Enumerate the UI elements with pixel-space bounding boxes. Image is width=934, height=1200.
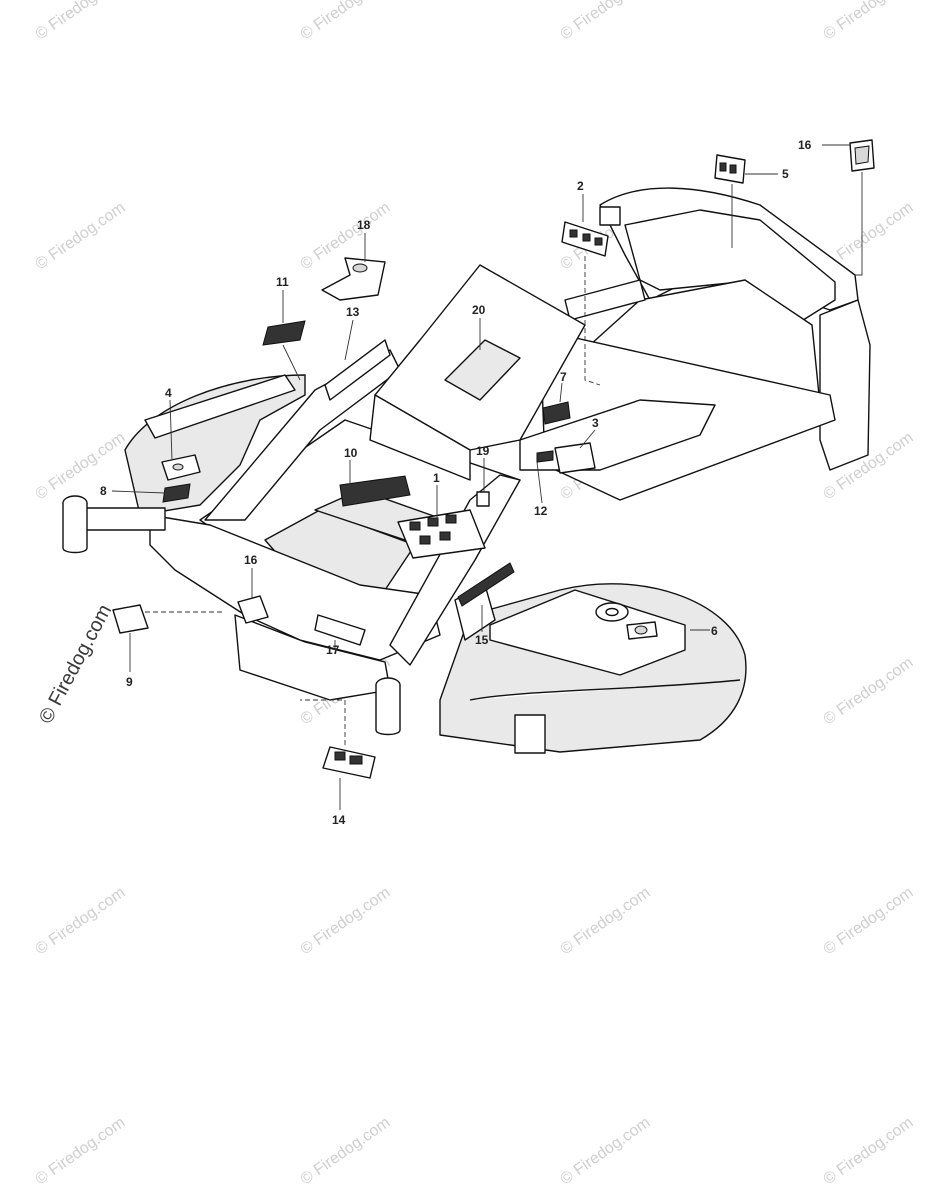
- callout-15: 15: [475, 633, 489, 647]
- label-decal-7: [542, 401, 571, 425]
- watermark: © Firedog.com: [298, 1114, 394, 1188]
- rear-crossbar: [564, 279, 646, 321]
- right-wheel-post: [375, 685, 401, 736]
- decal-symbol: [409, 521, 421, 531]
- callout-14: 14: [332, 813, 346, 827]
- watermark: © Firedog.com: [821, 0, 917, 43]
- callout-16-top: 16: [798, 138, 812, 152]
- decal-symbol: [582, 233, 591, 242]
- decal-symbol: [569, 229, 578, 238]
- label-decal-19: [476, 491, 490, 507]
- decal-symbol: [352, 263, 368, 273]
- left-axle-tube: [84, 507, 166, 531]
- label-decal-8: [162, 483, 191, 503]
- watermark: © Firedog.com: [558, 1114, 654, 1188]
- seat-panel-label-area: [444, 339, 521, 401]
- label-decal-11: [262, 320, 306, 346]
- rear-corner-post: [819, 299, 871, 471]
- mower-line-art: [62, 187, 871, 754]
- watermark: © Firedog.com: [821, 884, 917, 958]
- callout-17: 17: [326, 643, 340, 657]
- callout-4: 4: [165, 386, 172, 400]
- watermark: © Firedog.com: [558, 884, 654, 958]
- instruction-decal-3: [554, 442, 596, 474]
- decal-symbol: [349, 755, 363, 765]
- callout-10: 10: [344, 446, 358, 460]
- instruction-decal-10: [339, 475, 411, 507]
- callout-12: 12: [534, 504, 548, 518]
- left-deck-wall: [144, 374, 296, 439]
- watermark: © Firedog.com: [33, 429, 129, 503]
- decal-symbol: [729, 164, 737, 174]
- decal-symbol: [719, 162, 727, 172]
- callout-6: 6: [711, 624, 718, 638]
- seat-slot: [599, 206, 621, 226]
- right-front-arm: [389, 474, 521, 666]
- watermark: © Firedog.com: [821, 654, 917, 728]
- deck-spindle-cap: [605, 607, 619, 617]
- left-tower-slots: [324, 339, 391, 401]
- decal-symbol: [634, 625, 648, 635]
- front-bumper: [149, 514, 441, 661]
- watermark: © Firedog.com: [558, 0, 654, 43]
- label-decal-12: [536, 450, 554, 463]
- callout-3: 3: [592, 416, 599, 430]
- callout-11: 11: [276, 275, 289, 289]
- decal-symbol: [439, 531, 451, 541]
- callout-9: 9: [126, 675, 133, 689]
- deck-plate: [489, 589, 686, 676]
- decals: [112, 139, 875, 779]
- decal-symbol: [427, 517, 439, 527]
- watermark: © Firedog.com: [298, 884, 394, 958]
- callout-18: 18: [357, 218, 371, 232]
- logo-decal-mark: [854, 145, 870, 165]
- logo-decal-16: [237, 595, 269, 624]
- left-wheel-post: [62, 503, 88, 554]
- callout-20: 20: [472, 303, 486, 317]
- brand-decal-15: [457, 562, 515, 607]
- callout-13: 13: [346, 305, 360, 319]
- label-decal-17: [314, 614, 366, 646]
- decal-symbol: [172, 463, 184, 471]
- callout-1: 1: [433, 471, 440, 485]
- watermark: © Firedog.com: [298, 0, 394, 43]
- decal-symbol: [419, 535, 431, 545]
- watermark: © Firedog.com: [33, 1114, 129, 1188]
- callout-16-front: 16: [244, 553, 258, 567]
- warning-decal-9: [112, 604, 149, 634]
- watermark: © Firedog.com: [33, 884, 129, 958]
- callout-7: 7: [560, 370, 567, 384]
- seat-panel-base: [369, 394, 471, 481]
- deck-rim: [469, 679, 741, 701]
- decal-symbol: [445, 514, 457, 524]
- callout-labels: 16 5 2 18 11 20 13 7 4 3 19 10 1 8 12 16…: [100, 138, 812, 827]
- watermark: © Firedog.com: [33, 0, 129, 43]
- callout-2: 2: [577, 179, 584, 193]
- decal-symbol: [334, 751, 346, 761]
- callout-5: 5: [782, 167, 789, 181]
- watermark: © Firedog.com: [821, 1114, 917, 1188]
- watermark-large: © Firedog.com: [35, 601, 116, 727]
- deck-hanger: [514, 714, 546, 754]
- watermark: © Firedog.com: [33, 199, 129, 273]
- leader-lines: [111, 144, 863, 810]
- callout-19: 19: [476, 444, 490, 458]
- callout-8: 8: [100, 484, 107, 498]
- instruction-decal-14: [322, 746, 376, 779]
- instruction-decal-18: [321, 257, 386, 301]
- decal-symbol: [594, 237, 603, 246]
